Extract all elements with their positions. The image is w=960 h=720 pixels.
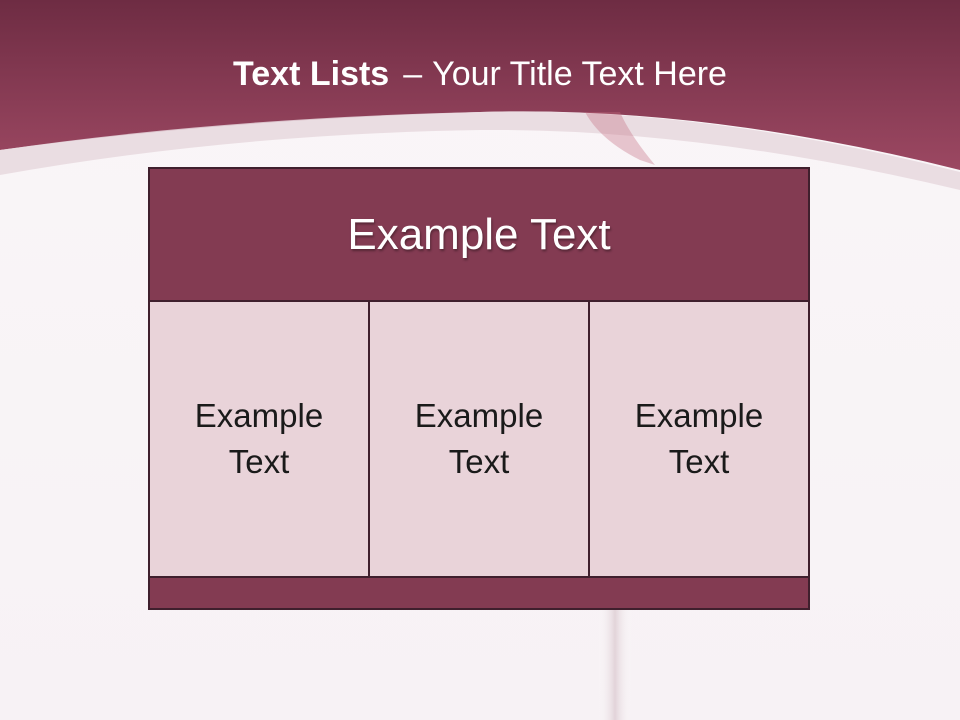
text-list-table: Example Text Example Text Example Text E…	[148, 167, 810, 610]
glass-bowl-hint	[585, 112, 655, 165]
title-bold: Text Lists	[233, 55, 390, 93]
table-footer-band	[150, 576, 808, 608]
table-cell-1: Example Text	[150, 302, 368, 576]
table-row: Example Text Example Text Example Text	[150, 302, 808, 576]
slide-title: Text Lists–Your Title Text Here	[0, 52, 960, 96]
table-cell-2: Example Text	[368, 302, 588, 576]
table-cell-3: Example Text	[588, 302, 808, 576]
header-band	[0, 0, 960, 170]
title-subtext: Your Title Text Here	[432, 55, 727, 93]
cell-text: Example Text	[194, 397, 324, 480]
header-swoosh	[0, 111, 960, 190]
cell-text: Example Text	[414, 397, 544, 480]
glass-stem	[598, 610, 632, 720]
table-header-cell: Example Text	[150, 169, 808, 302]
title-separator: –	[403, 55, 423, 93]
cell-text: Example Text	[634, 397, 764, 480]
